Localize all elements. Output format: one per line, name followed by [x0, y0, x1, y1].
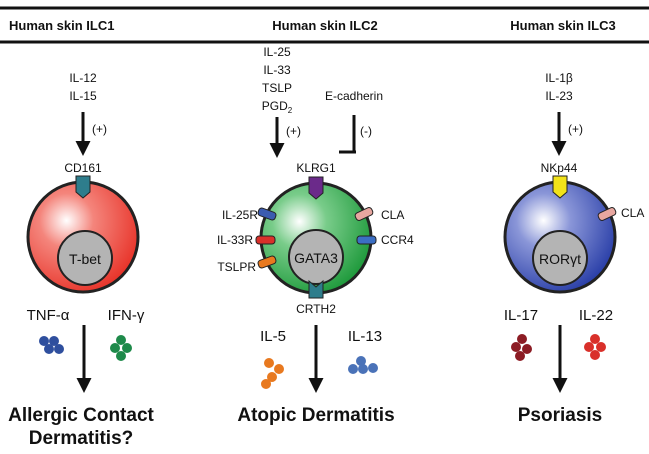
ilc2-outcome: Atopic Dermatitis	[237, 405, 394, 426]
ilc2-cla-label: CLA	[381, 208, 404, 222]
ilc2-ccr4-receptor	[356, 235, 377, 245]
ilc2-il25r-label: IL-25R	[222, 208, 258, 222]
ilc3-dots-left	[511, 334, 532, 361]
ilc3-dots-right	[584, 334, 606, 360]
ilc3-cla-label: CLA	[621, 206, 644, 220]
ilc1-column: Human skin ILC1 IL-12 IL-15 (+) CD161 T-…	[8, 18, 154, 449]
ilc1-outcome: Allergic Contact	[8, 405, 154, 426]
ilc3-activation-sign: (+)	[568, 122, 583, 136]
ilc2-il33r-label: IL-33R	[217, 233, 253, 247]
ilc2-receptor-klrg1-label: KLRG1	[296, 161, 336, 175]
ilc1-dots-left	[39, 336, 64, 354]
ilc2-stimulus-pgd: PGD2	[262, 99, 293, 115]
ilc1-stimulus: IL-15	[69, 89, 97, 103]
ilc1-stimulus: IL-12	[69, 71, 97, 85]
ilc2-crth2-label: CRTH2	[296, 302, 336, 316]
ilc2-activation-sign: (+)	[286, 124, 301, 138]
ilc1-header: Human skin ILC1	[9, 18, 114, 33]
ilc2-inhibitor: E-cadherin	[325, 89, 383, 103]
ilc3-column: Human skin ILC3 IL-1β IL-23 (+) NKp44 CL…	[503, 18, 644, 426]
ilc2-header: Human skin ILC2	[272, 18, 377, 33]
ilc1-activation-sign: (+)	[92, 122, 107, 136]
ilc2-klrg1-receptor	[308, 176, 324, 200]
ilc3-nkp44-receptor	[552, 175, 568, 199]
ilc2-inhibition-sign: (-)	[360, 124, 372, 138]
ilc1-cd161-receptor	[75, 175, 91, 199]
ilc3-receptor-label: NKp44	[541, 161, 578, 175]
ilc2-tslpr-receptor	[257, 255, 277, 269]
ilc2-dots-left	[261, 358, 284, 389]
ilc3-outcome: Psoriasis	[518, 405, 603, 426]
ilc1-cytokine-label: IFN-γ	[108, 307, 145, 324]
ilc2-il25r-receptor	[257, 207, 277, 221]
ilc1-outcome: Dermatitis?	[29, 428, 134, 449]
ilc3-stimulus: IL-1β	[545, 71, 573, 85]
ilc3-stimulus: IL-23	[545, 89, 573, 103]
ilc2-nucleus-label: GATA3	[294, 250, 338, 266]
ilc2-cla-receptor	[354, 207, 374, 221]
ilc1-receptor-label: CD161	[64, 161, 102, 175]
ilc2-column: Human skin ILC2 IL-25 IL-33 TSLP PGD2 (+…	[217, 18, 414, 426]
ilc1-nucleus	[57, 230, 113, 286]
ilc1-nucleus-label: T-bet	[69, 251, 101, 267]
ilc2-dots-right	[348, 356, 378, 374]
ilc3-cytokine-label: IL-22	[579, 307, 613, 324]
ilc2-cytokine-label: IL-13	[348, 328, 382, 345]
ilc1-cytokine-label: TNF-α	[27, 307, 70, 324]
ilc2-ccr4-label: CCR4	[381, 233, 414, 247]
ilc3-cla-receptor	[597, 207, 617, 221]
ilc2-stimulus: IL-25	[263, 45, 291, 59]
ilc2-cytokine-label: IL-5	[260, 328, 286, 345]
ilc2-crth2-receptor	[308, 279, 324, 299]
ilc2-il33r-receptor	[255, 235, 276, 245]
ilc3-cytokine-label: IL-17	[504, 307, 538, 324]
ilc2-stimulus: IL-33	[263, 63, 291, 77]
ilc2-nucleus	[288, 229, 344, 285]
ilc2-tslpr-label: TSLPR	[217, 260, 256, 274]
ilc3-nucleus	[532, 230, 588, 286]
ilc2-stimulus: TSLP	[262, 81, 292, 95]
ilc3-header: Human skin ILC3	[510, 18, 615, 33]
ilc3-nucleus-label: RORγt	[539, 251, 581, 267]
ilc1-dots-right	[110, 335, 132, 361]
